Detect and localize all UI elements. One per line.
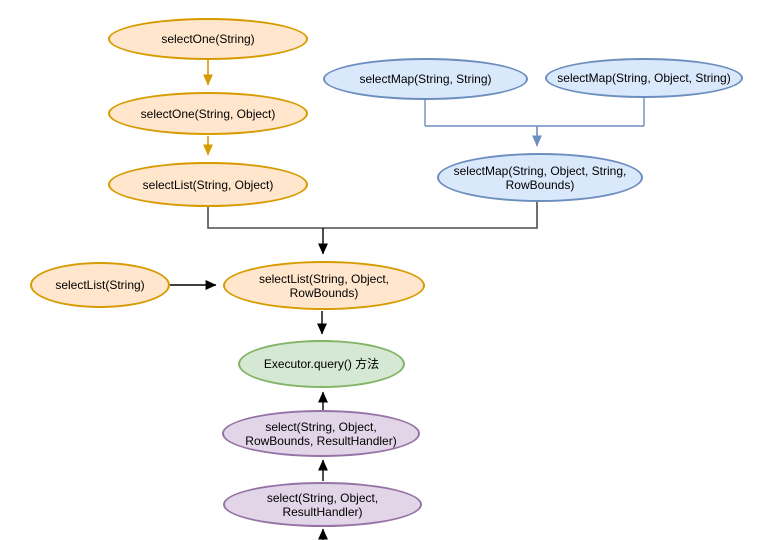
node-selectlist-string-object-rowbounds: selectList(String, Object, RowBounds) — [223, 261, 425, 310]
node-executor-query-method: Executor.query() 方法 — [238, 340, 405, 388]
node-label: selectList(String) — [55, 278, 145, 292]
node-label: select(String, Object, ResultHandler) — [266, 490, 379, 519]
node-select-string-object-rowbounds-resulthandler: select(String, Object, RowBounds, Result… — [222, 410, 420, 457]
node-select-string-object-resulthandler: select(String, Object, ResultHandler) — [223, 482, 422, 527]
node-label: select(String, Object, RowBounds, Result… — [245, 419, 397, 448]
node-selectlist-string: selectList(String) — [30, 262, 170, 308]
node-label: Executor.query() 方法 — [263, 357, 380, 371]
node-label: selectMap(String, Object, String, RowBou… — [453, 163, 627, 192]
node-selectmap-string-object-string: selectMap(String, Object, String) — [545, 58, 743, 98]
node-selectone-string-object: selectOne(String, Object) — [108, 92, 308, 135]
node-label: selectOne(String, Object) — [140, 106, 276, 121]
node-selectlist-string-object: selectList(String, Object) — [108, 162, 308, 207]
node-selectmap-string-string: selectMap(String, String) — [323, 58, 528, 100]
node-label: selectMap(String, Object, String) — [557, 71, 731, 85]
node-label: selectList(String, Object) — [142, 177, 274, 192]
edge-merge-elbow — [207, 202, 538, 229]
node-selectone-string: selectOne(String) — [108, 18, 308, 60]
node-label: selectMap(String, String) — [359, 72, 492, 86]
node-label: selectList(String, Object, RowBounds) — [258, 271, 390, 300]
node-selectmap-string-object-string-rowbounds: selectMap(String, Object, String, RowBou… — [437, 153, 643, 202]
node-label: selectOne(String) — [161, 32, 255, 46]
